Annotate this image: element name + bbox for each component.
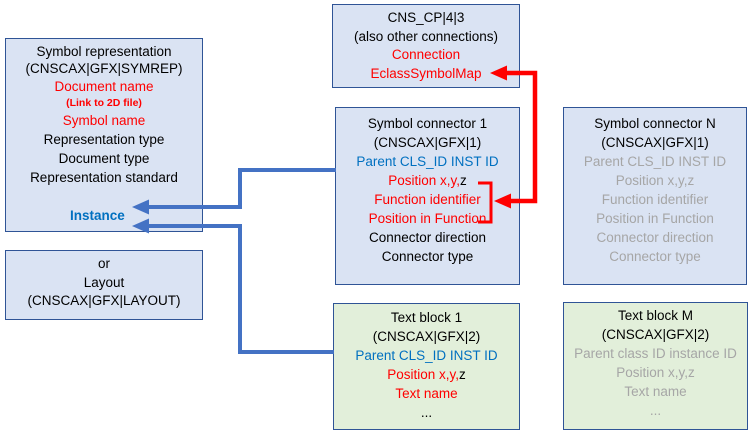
text-row: Position in Function [368, 211, 487, 226]
text-row: Symbol representation [36, 44, 172, 59]
text-row: CNS_CP|4|3 [387, 10, 465, 25]
text-row: Representation type [43, 132, 165, 147]
instance-label: Instance [70, 208, 125, 223]
text-row: Symbol name [62, 113, 146, 128]
text-row: ... [649, 403, 662, 418]
text-row: Position x,y,z [388, 173, 467, 188]
text-row: Document name [54, 79, 154, 94]
text-row: Representation standard [30, 170, 178, 185]
text-row: Parent CLS_ID INST ID [356, 154, 499, 169]
text-row: Position x,y,z [615, 173, 695, 188]
text-row: Connector type [609, 249, 701, 264]
text-block-1-rows: Text block 1 (CNSCAX|GFX|2) Parent CLS_ID … [334, 308, 519, 422]
text-row: (CNSCAX|GFX|1) [373, 135, 482, 150]
text-row: Parent CLS_ID INST ID [355, 348, 498, 363]
text-row: (Link to 2D file) [66, 97, 142, 109]
text-row: Connector type [381, 249, 474, 264]
text-row: Document type [58, 151, 150, 166]
text-row: Position in Function [596, 211, 714, 226]
cns-cp-rows: CNS_CP|4|3 (also other connections) Connec… [333, 9, 519, 83]
text-row: EclassSymbolMap [370, 65, 482, 81]
text-row: Symbol connector 1 [367, 116, 488, 131]
cns-cp-box: CNS_CP|4|3 (also other connections) Connec… [332, 4, 520, 88]
symbol-connector-1-box: Symbol connector 1 (CNSCAX|GFX|1) Parent C… [335, 107, 520, 285]
text-row: Text block 1 [390, 310, 463, 325]
symbol-representation-rows: Symbol representation (CNSCAX|GFX|SYMREP)… [6, 42, 202, 187]
text-row: (CNSCAX|GFX|2) [372, 329, 481, 344]
symbol-connector-n-box: Symbol connector N (CNSCAX|GFX|1) Parent C… [563, 107, 747, 285]
text-row: ... [420, 405, 433, 420]
text-row: (also other connections) [353, 28, 499, 44]
text-row: Text name [624, 384, 687, 399]
text-row: Symbol connector N [594, 116, 716, 131]
text-row: Text block M [617, 308, 694, 323]
text-row: Parent class ID instance ID [574, 346, 737, 361]
text-block-1-box: Text block 1 (CNSCAX|GFX|2) Parent CLS_ID … [333, 303, 520, 430]
text-block-m-rows: Text block M (CNSCAX|GFX|2) Parent class I… [564, 306, 747, 420]
text-row: Layout [83, 274, 125, 290]
text-row: (CNSCAX|GFX|LAYOUT) [27, 293, 181, 308]
symbol-connector-n-rows: Symbol connector N (CNSCAX|GFX|1) Parent C… [564, 114, 746, 266]
text-block-m-box: Text block M (CNSCAX|GFX|2) Parent class I… [563, 302, 748, 430]
text-row: Position x,y,z [387, 367, 466, 382]
symbol-connector-1-rows: Symbol connector 1 (CNSCAX|GFX|1) Parent C… [336, 114, 519, 266]
text-row: Parent CLS_ID INST ID [583, 154, 727, 169]
text-row: Function identifier [374, 192, 481, 207]
text-row: Connector direction [596, 230, 714, 245]
text-row: Function identifier [601, 192, 709, 207]
text-row: (CNSCAX|GFX|1) [601, 135, 709, 150]
text-row: Connector direction [368, 230, 487, 245]
text-row: Position x,y,z [616, 365, 695, 380]
text-row: (CNSCAX|GFX|2) [601, 327, 710, 342]
text-row: Text name [395, 386, 458, 401]
text-row: or [97, 256, 110, 271]
text-row: (CNSCAX|GFX|SYMREP) [25, 61, 183, 76]
text-row: Connection [391, 47, 461, 62]
symbol-representation-box: Symbol representation (CNSCAX|GFX|SYMREP)… [5, 38, 203, 232]
